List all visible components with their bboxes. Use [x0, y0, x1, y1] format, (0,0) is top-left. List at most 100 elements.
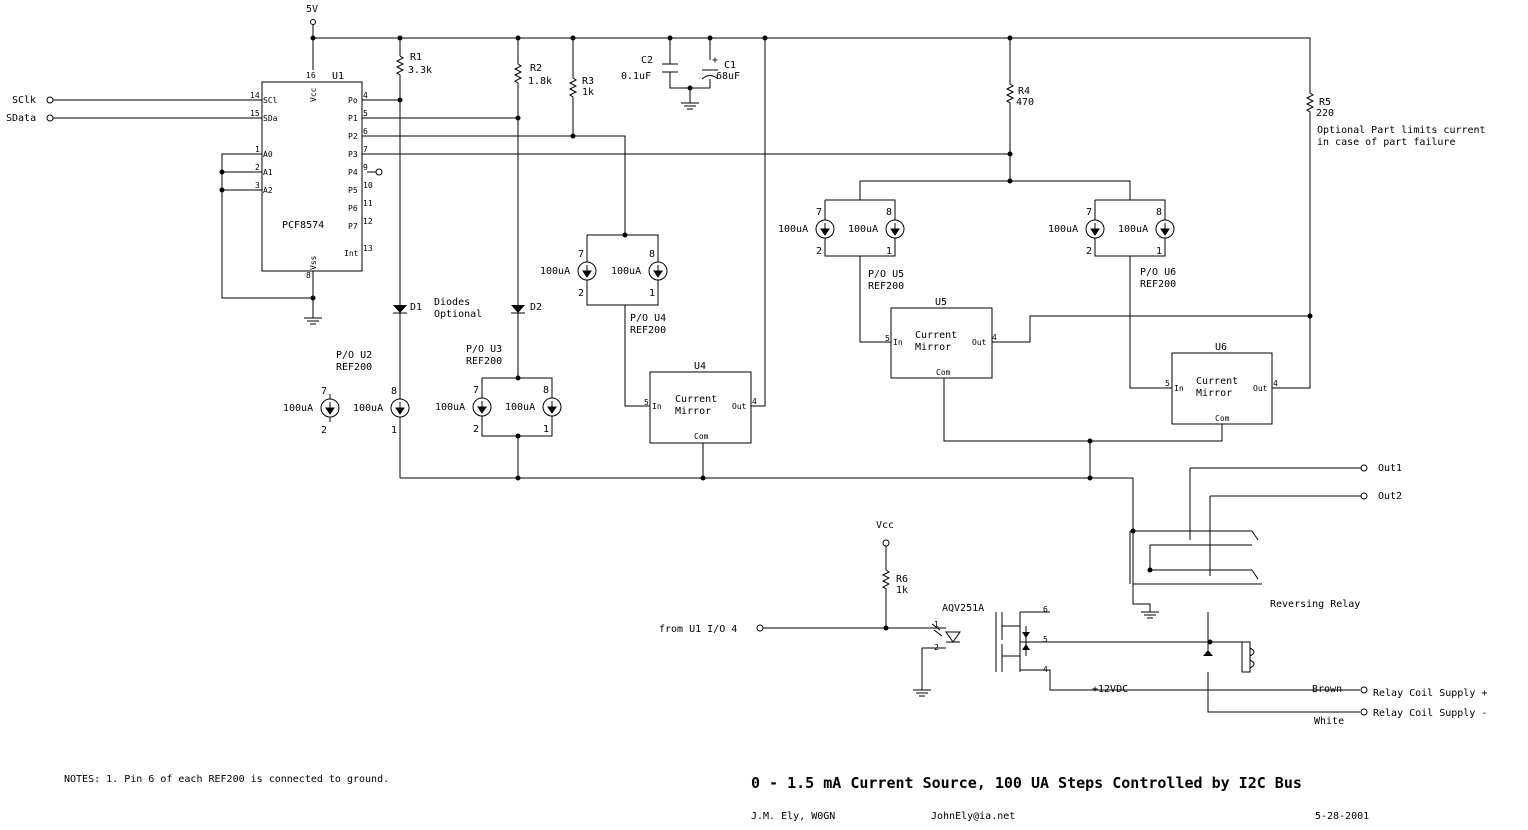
email: JohnEly@ia.net — [931, 811, 1015, 822]
current-label: 100uA — [1048, 224, 1078, 235]
svg-text:16: 16 — [306, 71, 316, 80]
terminals — [46, 19, 1368, 716]
down-arrow-icon — [653, 265, 663, 278]
svg-text:Int: Int — [344, 249, 359, 258]
svg-text:Out: Out — [732, 402, 747, 411]
down-arrow-icon — [477, 401, 487, 414]
r2-symbol — [513, 63, 523, 86]
relay-contacts — [1241, 530, 1259, 673]
sclk-label: SClk — [12, 95, 36, 106]
diode-symbols — [393, 305, 525, 314]
current-label: 100uA — [778, 224, 808, 235]
r6-value: 1k — [896, 585, 908, 596]
svg-text:P1: P1 — [348, 114, 358, 123]
svg-text:4: 4 — [752, 397, 757, 406]
five-v-label: 5V — [306, 4, 318, 15]
c2-ref: C2 — [641, 55, 653, 66]
r5-symbol — [1305, 92, 1315, 117]
r2-value: 1.8k — [528, 76, 552, 87]
current-label: 100uA — [848, 224, 878, 235]
current-label: 100uA — [1118, 224, 1148, 235]
pin-label: 7 — [816, 207, 822, 218]
u1-chip — [261, 81, 376, 272]
svg-text:P7: P7 — [348, 222, 358, 231]
svg-text:4: 4 — [363, 91, 368, 100]
r4-symbol — [1005, 83, 1015, 108]
svg-text:1: 1 — [255, 145, 260, 154]
down-arrow-icon — [1090, 223, 1100, 236]
svg-text:P2: P2 — [348, 132, 358, 141]
c1-ref: C1 — [724, 60, 736, 71]
pin-label: 2 — [321, 425, 327, 436]
svg-text:Vcc: Vcc — [309, 87, 318, 102]
d1-symbol — [393, 305, 407, 313]
r4-value: 470 — [1016, 97, 1034, 108]
svg-text:2: 2 — [934, 643, 939, 652]
r6-ref: R6 — [896, 574, 908, 585]
down-arrow-icon — [547, 401, 557, 414]
out2-label: Out2 — [1378, 491, 1402, 502]
r5-value: 220 — [1316, 108, 1334, 119]
svg-text:In: In — [1174, 384, 1184, 393]
c1-plus: + — [712, 55, 718, 66]
svg-text:10: 10 — [363, 181, 373, 190]
svg-text:5: 5 — [363, 109, 368, 118]
current-label: 100uA — [540, 266, 570, 277]
svg-text:Com: Com — [1215, 414, 1230, 423]
pin-label: 7 — [1086, 207, 1092, 218]
white-label: White — [1314, 716, 1344, 727]
svg-text:4: 4 — [992, 333, 997, 342]
svg-text:5: 5 — [644, 398, 649, 407]
pin-label: 7 — [473, 385, 479, 396]
svg-text:4: 4 — [1273, 379, 1278, 388]
svg-text:P3: P3 — [348, 150, 358, 159]
svg-text:13: 13 — [363, 244, 373, 253]
down-arrow-icon — [395, 402, 405, 415]
u5-box — [890, 307, 993, 379]
r4-ref: R4 — [1018, 86, 1030, 97]
svg-text:14: 14 — [250, 91, 260, 100]
svg-text:5: 5 — [1043, 635, 1048, 644]
r1-value: 3.3k — [408, 65, 432, 76]
u1-ref: U1 — [332, 71, 344, 82]
current-label: 100uA — [353, 403, 383, 414]
pin-label: 1 — [543, 424, 549, 435]
page-title: 0 - 1.5 mA Current Source, 100 UA Steps … — [751, 774, 1302, 792]
junction-dots — [219, 35, 1313, 645]
pin-label: 2 — [578, 288, 584, 299]
r1-symbol — [395, 55, 405, 78]
mirror-boxes — [649, 307, 1273, 444]
labels: 5V SClk SData U1 PCF8574 SCl SDa A0 A1 A… — [6, 4, 1487, 822]
svg-text:6: 6 — [363, 127, 368, 136]
svg-text:Out: Out — [1253, 384, 1268, 393]
svg-text:In: In — [652, 402, 662, 411]
svg-text:7: 7 — [363, 145, 368, 154]
r5-ref: R5 — [1319, 97, 1331, 108]
svg-text:P4: P4 — [348, 168, 358, 177]
relay-label: Reversing Relay — [1270, 599, 1360, 610]
svg-text:8: 8 — [306, 271, 311, 280]
current-label: 100uA — [505, 402, 535, 413]
current-sources: 100uA72100uA81100uA72100uA81100uA72100uA… — [283, 207, 1175, 436]
current-label: 100uA — [283, 403, 313, 414]
r6-symbol — [881, 569, 891, 598]
author: J.M. Ely, W0GN — [751, 811, 835, 822]
notes: NOTES: 1. Pin 6 of each REF200 is connec… — [64, 774, 389, 785]
svg-text:3: 3 — [255, 181, 260, 190]
c2-symbol — [662, 63, 678, 73]
current-label: 100uA — [611, 266, 641, 277]
c2-value: 0.1uF — [621, 71, 651, 82]
u4-box — [649, 371, 752, 444]
sdata-label: SData — [6, 113, 36, 124]
pin-label: 1 — [391, 425, 397, 436]
down-arrow-icon — [582, 265, 592, 278]
vcc-label: Vcc — [876, 520, 894, 531]
d2-symbol — [511, 305, 525, 313]
